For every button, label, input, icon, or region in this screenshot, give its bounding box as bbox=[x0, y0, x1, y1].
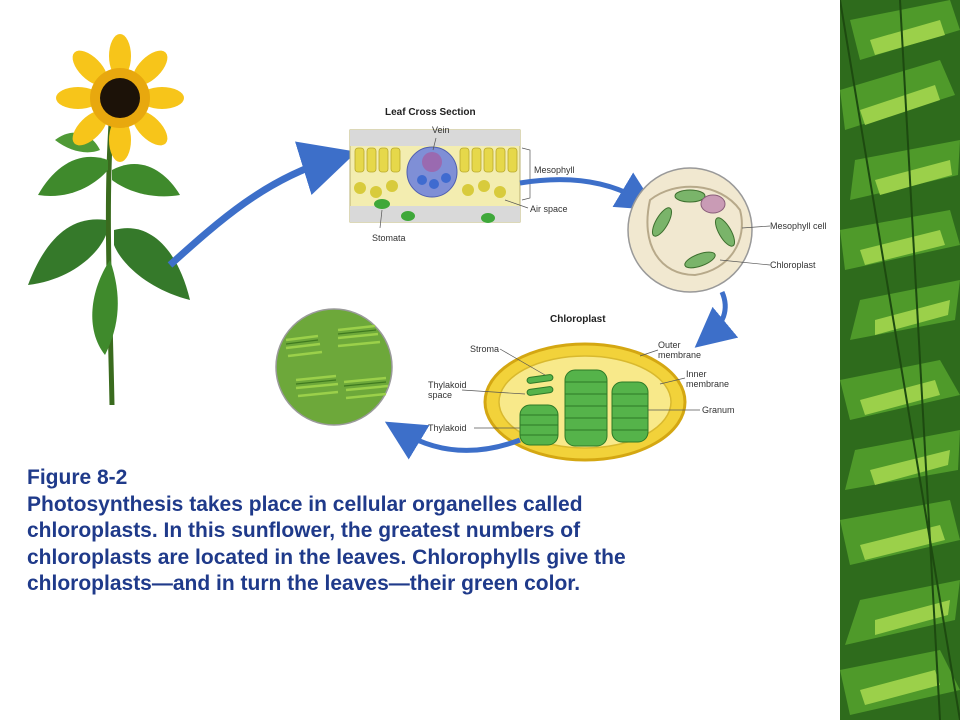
label-granum: Granum bbox=[702, 405, 735, 415]
label-inner-membrane-1: Inner bbox=[686, 369, 707, 379]
label-outer-membrane-1: Outer bbox=[658, 340, 681, 350]
chloroplast-title: Chloroplast bbox=[550, 314, 606, 325]
label-thylakoid-space-2: space bbox=[428, 390, 452, 400]
caption-line-1: Photosynthesis takes place in cellular o… bbox=[27, 492, 583, 516]
label-mesophyll-cell: Mesophyll cell bbox=[770, 221, 827, 231]
figure-title: Figure 8-2 bbox=[27, 466, 128, 489]
chloroplast-detail: Chloroplast Stroma Outer membra bbox=[428, 314, 735, 462]
label-vein: Vein bbox=[432, 125, 450, 135]
label-chloroplast: Chloroplast bbox=[770, 260, 816, 270]
label-stomata: Stomata bbox=[372, 233, 406, 243]
figure-caption: Figure 8-2 Photosynthesis takes place in… bbox=[27, 465, 807, 598]
label-thylakoid-space-1: Thylakoid bbox=[428, 380, 467, 390]
label-outer-membrane-2: membrane bbox=[658, 350, 701, 360]
arrow-cell-to-chloroplast bbox=[694, 290, 739, 348]
caption-line-4: chloroplasts—and in turn the leaves—thei… bbox=[27, 572, 581, 595]
label-mesophyll: Mesophyll bbox=[534, 165, 575, 175]
bamboo-border bbox=[840, 0, 960, 720]
thylakoid-micrograph bbox=[275, 308, 393, 426]
leaf-cross-section: Leaf Cross Section Vein bbox=[349, 107, 575, 243]
caption-line-2: chloroplasts. In this sunflower, the gre… bbox=[27, 519, 581, 542]
caption-line-3: chloroplasts are located in the leaves. … bbox=[27, 545, 626, 569]
leaf-section-title: Leaf Cross Section bbox=[385, 107, 476, 118]
arrow-chloroplast-to-micrograph bbox=[384, 421, 521, 460]
mesophyll-cell-magnified: Mesophyll cell Chloroplast bbox=[627, 167, 827, 293]
sunflower-illustration bbox=[28, 34, 190, 406]
arrow-section-to-cell bbox=[519, 172, 658, 211]
label-stroma: Stroma bbox=[470, 344, 499, 354]
label-inner-membrane-2: membrane bbox=[686, 379, 729, 389]
arrow-leaf-to-section bbox=[167, 141, 357, 268]
label-thylakoid: Thylakoid bbox=[428, 423, 467, 433]
label-air-space: Air space bbox=[530, 204, 568, 214]
